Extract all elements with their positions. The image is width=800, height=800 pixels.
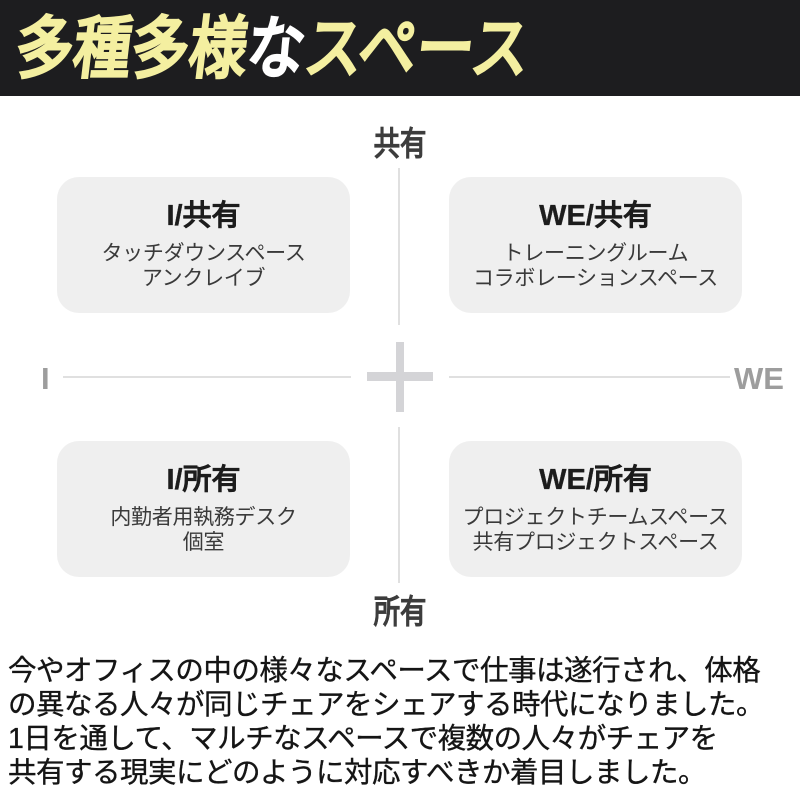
- quadrant-item: 個室: [182, 531, 225, 554]
- axis-label-we: WE: [734, 361, 784, 396]
- description-paragraph: 今やオフィスの中の様々なスペースで仕事は遂行され、体格 の異なる人々が同じチェア…: [8, 654, 765, 790]
- paragraph-line: 共有する現実にどのように対応すべきか着目しました。: [8, 757, 707, 789]
- quadrant-item: トレーニングルーム: [502, 242, 689, 265]
- quadrant-title: I/共有: [166, 200, 241, 232]
- horizontal-axis-line-right: [449, 376, 730, 378]
- quadrant-item: アンクレイブ: [141, 267, 266, 290]
- quadrant-we-shared: WE/共有 トレーニングルーム コラボレーションスペース: [449, 177, 742, 313]
- page-title: 多種多様なスペース: [11, 7, 534, 91]
- quadrant-i-owned: I/所有 内勤者用執務デスク 個室: [57, 441, 350, 577]
- vertical-axis-line-top: [398, 168, 400, 325]
- plus-horizontal-bar: [367, 372, 433, 381]
- title-part-2: な: [242, 10, 310, 87]
- header-banner: 多種多様なスペース: [0, 0, 800, 96]
- quadrant-item: タッチダウンスペース: [101, 242, 306, 265]
- center-plus-icon: [367, 342, 433, 412]
- quadrant-we-owned: WE/所有 プロジェクトチームスペース 共有プロジェクトスペース: [449, 441, 742, 577]
- quadrant-title: I/所有: [166, 464, 241, 496]
- axis-label-owned: 所有: [373, 593, 427, 630]
- paragraph-line: 今やオフィスの中の様々なスペースで仕事は遂行され、体格: [8, 655, 761, 687]
- title-part-3: スペース: [300, 10, 534, 87]
- horizontal-axis-line-left: [63, 376, 351, 378]
- quadrant-title: WE/共有: [539, 200, 652, 232]
- quadrant-item: 共有プロジェクトスペース: [472, 531, 719, 554]
- title-part-1: 多種多様: [11, 10, 252, 87]
- vertical-axis-line-bottom: [398, 427, 400, 583]
- axis-label-shared: 共有: [373, 125, 427, 162]
- quadrant-title: WE/所有: [539, 464, 652, 496]
- axis-label-i: I: [41, 361, 50, 396]
- paragraph-line: 1日を通して、マルチなスペースで複数の人々がチェアを: [8, 723, 719, 755]
- quadrant-item: 内勤者用執務デスク: [110, 506, 297, 529]
- quadrant-i-shared: I/共有 タッチダウンスペース アンクレイブ: [57, 177, 350, 313]
- paragraph-line: の異なる人々が同じチェアをシェアする時代になりました。: [8, 689, 765, 721]
- quadrant-item: プロジェクトチームスペース: [462, 506, 729, 529]
- quadrant-item: コラボレーションスペース: [472, 267, 719, 290]
